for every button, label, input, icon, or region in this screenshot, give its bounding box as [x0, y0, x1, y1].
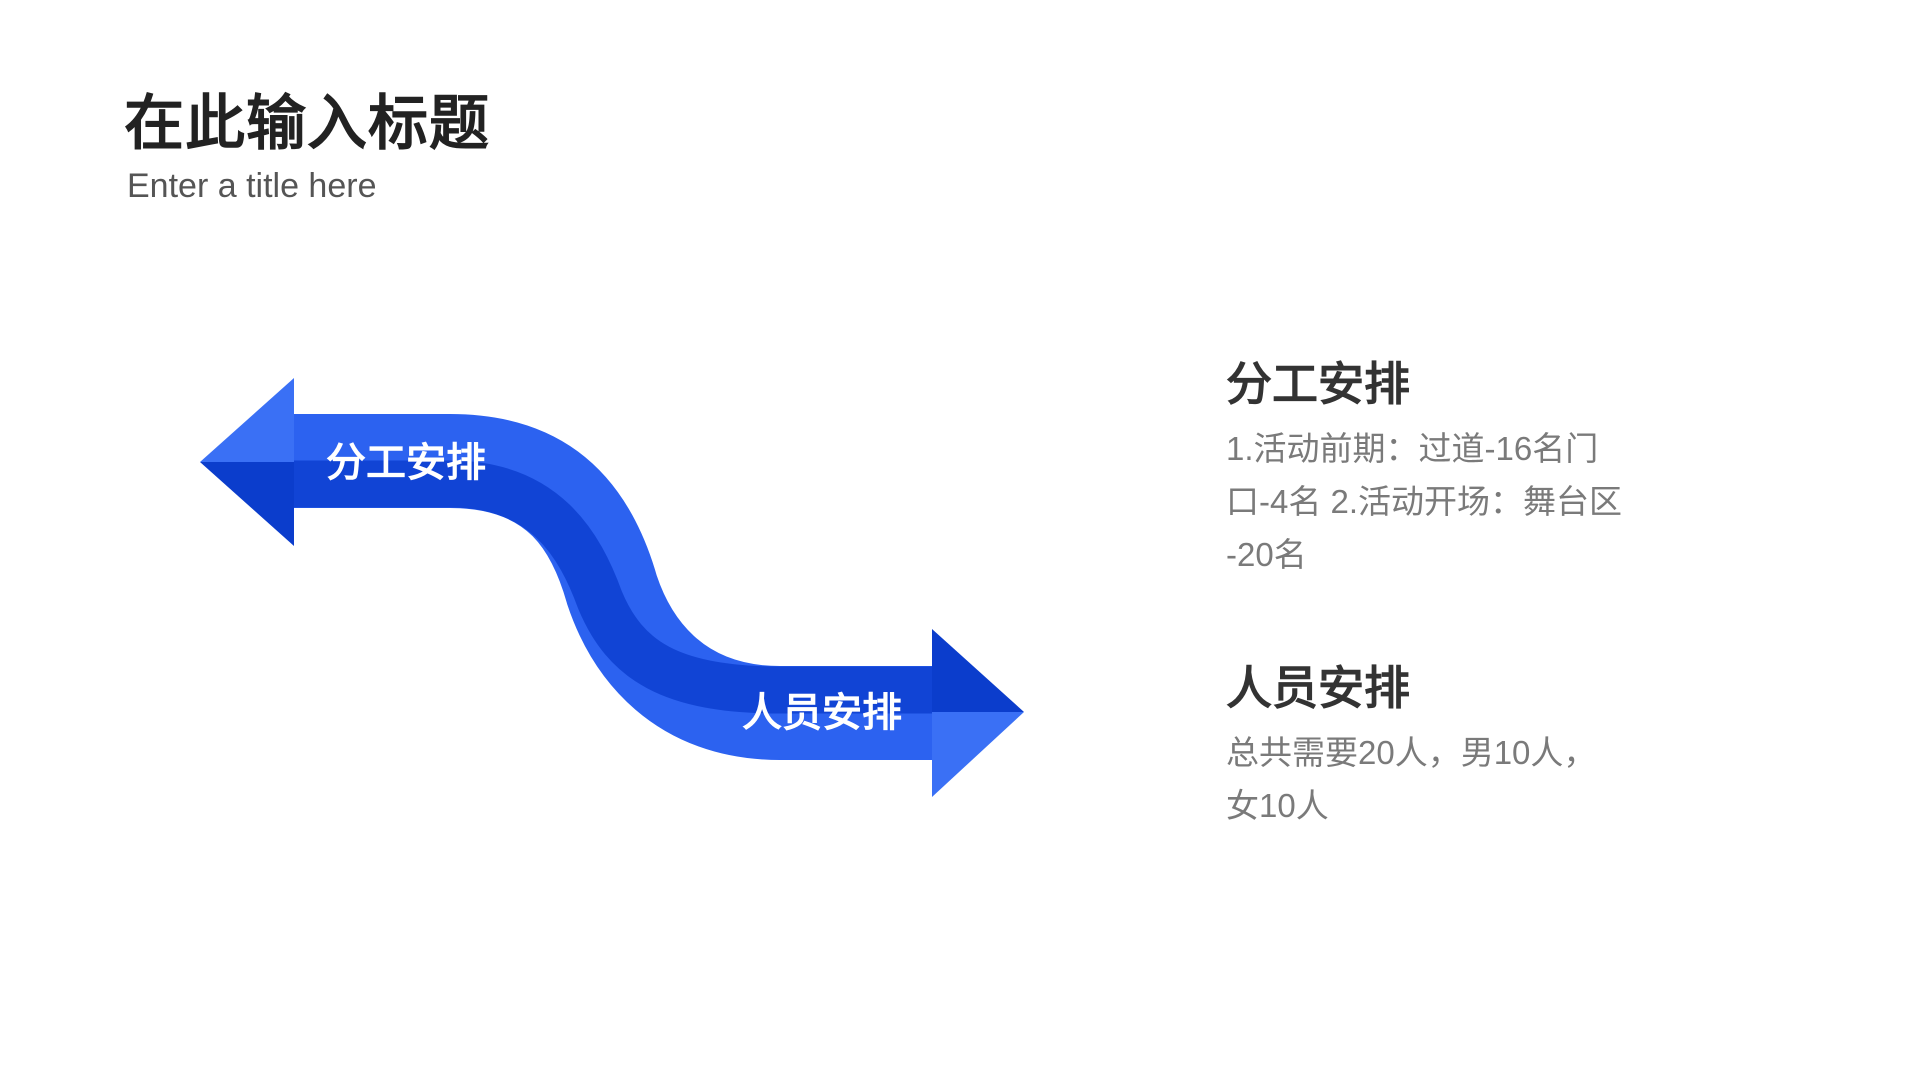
body-line: 1.活动前期：过道-16名门	[1226, 430, 1599, 467]
page-subtitle: Enter a title here	[127, 167, 377, 205]
body-line: -20名	[1226, 536, 1307, 573]
body-line: 女10人	[1226, 787, 1329, 824]
right-arrow-head-top	[932, 629, 1024, 712]
left-arrow-head-top	[200, 378, 294, 462]
ribbon-shadow-band	[290, 460, 935, 714]
section-body-division: 1.活动前期：过道-16名门 口-4名 2.活动开场：舞台区 -20名	[1226, 422, 1686, 581]
section-heading-division: 分工安排	[1226, 358, 1410, 410]
body-line: 总共需要20人，男10人，	[1226, 734, 1597, 771]
section-body-staffing: 总共需要20人，男10人， 女10人	[1226, 726, 1686, 832]
section-heading-staffing: 人员安排	[1226, 662, 1410, 714]
body-line: 口-4名 2.活动开场：舞台区	[1226, 483, 1623, 520]
page-title: 在此输入标题	[124, 90, 490, 157]
right-arrow-label: 人员安排	[742, 691, 902, 735]
right-arrow-head-bottom	[932, 712, 1024, 797]
left-arrow-label: 分工安排	[326, 441, 486, 485]
left-arrow-head-bottom	[200, 462, 294, 546]
